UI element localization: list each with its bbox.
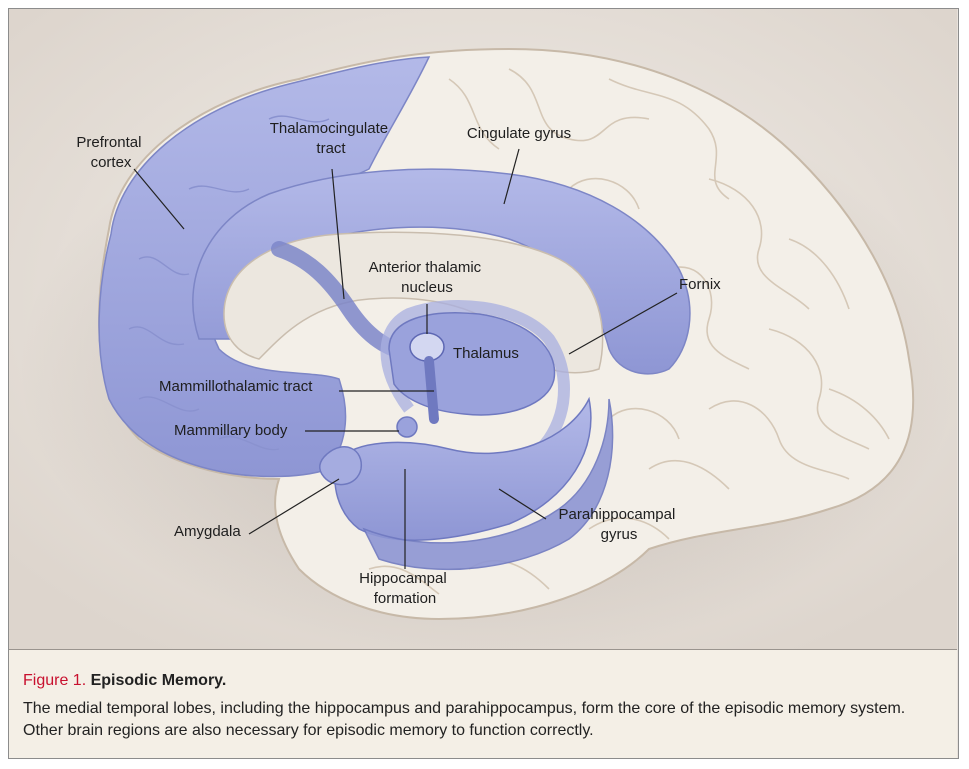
- label-thalamocingulate-tract: Thalamocingulate tract: [270, 120, 393, 157]
- caption-divider: [9, 649, 957, 650]
- mammillothalamic-tract: [424, 356, 439, 424]
- label-amygdala: Amygdala: [174, 523, 241, 540]
- brain-diagram: Prefrontal cortex Thalamocingulate tract…: [9, 9, 957, 649]
- caption-heading: Figure 1. Episodic Memory.: [23, 670, 943, 692]
- label-anterior-thalamic-nucleus: Anterior thalamic nucleus: [369, 259, 486, 296]
- label-cingulate-gyrus: Cingulate gyrus: [467, 125, 571, 142]
- parahippocampal-region: [362, 398, 614, 571]
- caption-text: The medial temporal lobes, including the…: [23, 700, 906, 739]
- parahippocampal-leader: [498, 488, 547, 520]
- label-fornix: Fornix: [679, 276, 721, 293]
- prefrontal-leader: [133, 168, 185, 230]
- thalamocingulate-leader: [331, 168, 345, 300]
- figure-title: Episodic Memory.: [90, 672, 227, 689]
- amygdala-shape: [319, 446, 362, 486]
- label-prefrontal-cortex: Prefrontal cortex: [76, 134, 145, 171]
- label-hippocampal-formation: Hippocampal formation: [359, 570, 451, 607]
- brain-gyri: [368, 68, 890, 595]
- prefrontal-gyri: [128, 115, 330, 451]
- figure-number: Figure 1.: [23, 672, 87, 689]
- figure-caption: Figure 1. Episodic Memory. The medial te…: [9, 650, 957, 758]
- amygdala-leader: [248, 478, 340, 535]
- label-parahippocampal-gyrus: Parahippocampal gyrus: [559, 506, 680, 543]
- mammillary-body: [396, 416, 418, 438]
- label-mammillothalamic-tract: Mammillothalamic tract: [159, 378, 313, 395]
- cingulate-gyrus-region: [192, 168, 691, 375]
- label-mammillary-body: Mammillary body: [174, 422, 288, 439]
- leader-lines: [133, 148, 678, 569]
- label-thalamus: Thalamus: [453, 345, 519, 362]
- cingulate-leader: [503, 148, 520, 205]
- diagram-labels: Prefrontal cortex Thalamocingulate tract…: [76, 120, 721, 607]
- fornix-leader: [568, 292, 678, 355]
- figure-frame: Prefrontal cortex Thalamocingulate tract…: [8, 8, 959, 759]
- hippocampal-region: [334, 396, 592, 541]
- brain-illustration: Prefrontal cortex Thalamocingulate tract…: [9, 9, 957, 649]
